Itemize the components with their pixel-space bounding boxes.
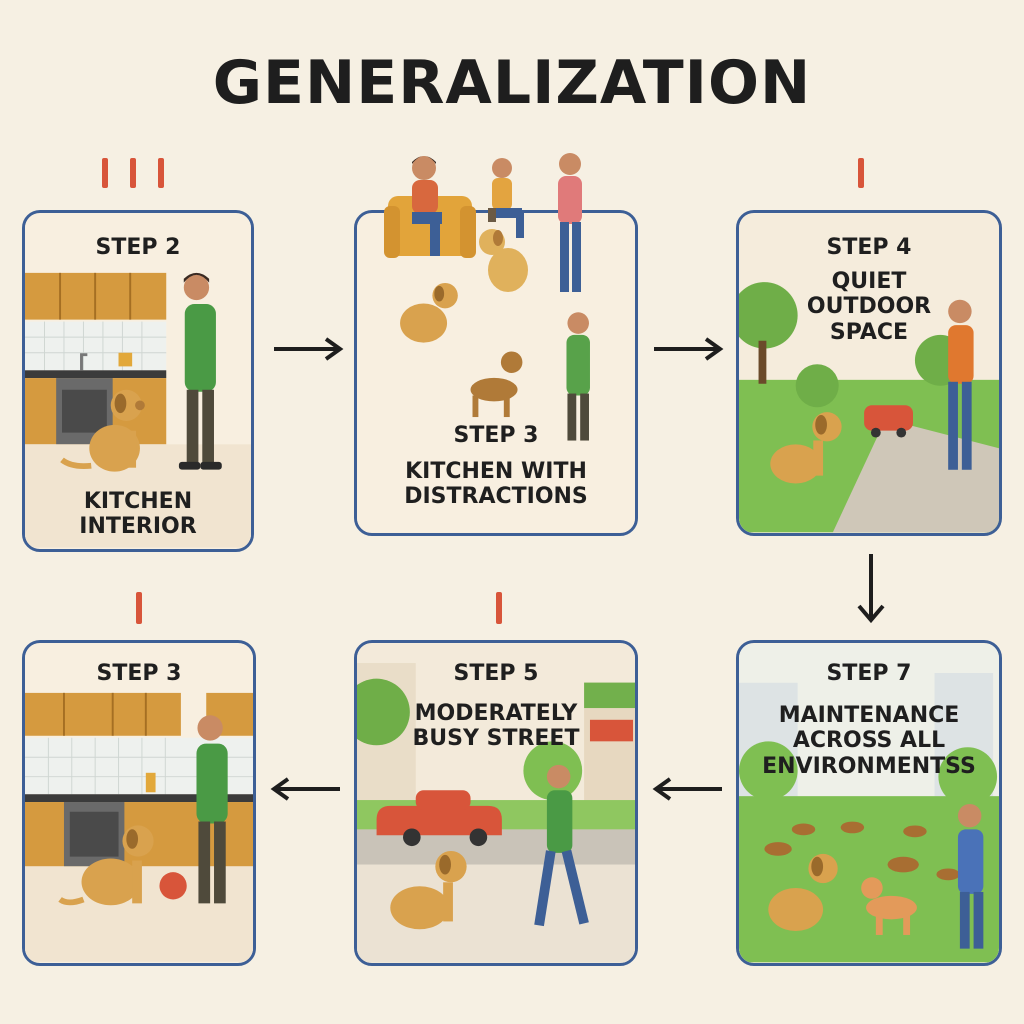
card-step-3-kitchen: STEP 3 (22, 640, 256, 966)
card-step-label: STEP 3 (453, 423, 539, 448)
card-description-line: KITCHEN (83, 489, 193, 514)
street-scene-illustration (357, 643, 635, 963)
tick-mark-icon (496, 592, 502, 624)
card-description-line: MAINTENANCE (778, 703, 960, 728)
tick-marks-icon (102, 158, 164, 188)
kitchen-scene-illustration (25, 644, 253, 962)
card-description: MODERATELY BUSY STREET (357, 701, 635, 752)
card-step-label: STEP 4 (826, 235, 912, 260)
card-description-line: ENVIRONMENTSS (762, 753, 976, 779)
card-step-7-maintenance: STEP 7 MAINTENANCE ACROSS ALL ENVIRONMEN… (736, 640, 1002, 966)
arrow-left-icon (652, 777, 722, 801)
card-step-label: STEP 7 (826, 661, 912, 686)
tick-mark-icon (858, 158, 864, 188)
tick-mark-icon (136, 592, 142, 624)
arrow-right-icon (654, 337, 724, 361)
distractions-people-illustration (384, 153, 582, 292)
card-description: MAINTENANCE ACROSS ALL ENVIRONMENTSS (739, 703, 999, 779)
card-step-label: STEP 5 (453, 661, 539, 686)
card-description-line: INTERIOR (79, 514, 197, 540)
card-description-line: OUTDOOR (806, 294, 932, 320)
card-description-line: KITCHEN WITH (405, 459, 587, 484)
outdoor-scene-illustration (739, 213, 999, 533)
card-description: KITCHEN INTERIOR (25, 489, 251, 540)
card-step-4-outdoor: STEP 4 QUIET OUTDOOR SPACE (736, 210, 1002, 536)
card-description-line: QUIET (831, 269, 907, 294)
card-description: KITCHEN WITH DISTRACTIONS (357, 459, 635, 510)
arrow-left-icon (270, 777, 340, 801)
card-description-line: DISTRACTIONS (404, 484, 588, 510)
card-step-5-street: STEP 5 MODERATELY BUSY STREET (354, 640, 638, 966)
card-description-line: MODERATELY (414, 701, 578, 726)
card-step-2-kitchen: STEP 2 KITCHEN INTERIOR (22, 210, 254, 552)
card-step-label: STEP 2 (95, 235, 181, 260)
arrow-right-icon (274, 337, 344, 361)
arrow-down-icon (857, 554, 885, 624)
card-description-line: BUSY STREET (412, 726, 580, 752)
diagram-title: GENERALIZATION (212, 48, 812, 118)
card-description-line: ACROSS ALL (792, 728, 946, 754)
card-step-label: STEP 3 (96, 661, 182, 686)
kitchen-scene-illustration (25, 214, 251, 548)
park-scene-illustration (739, 643, 999, 963)
card-description: QUIET OUTDOOR SPACE (739, 269, 999, 345)
card-description-line: SPACE (829, 319, 909, 345)
